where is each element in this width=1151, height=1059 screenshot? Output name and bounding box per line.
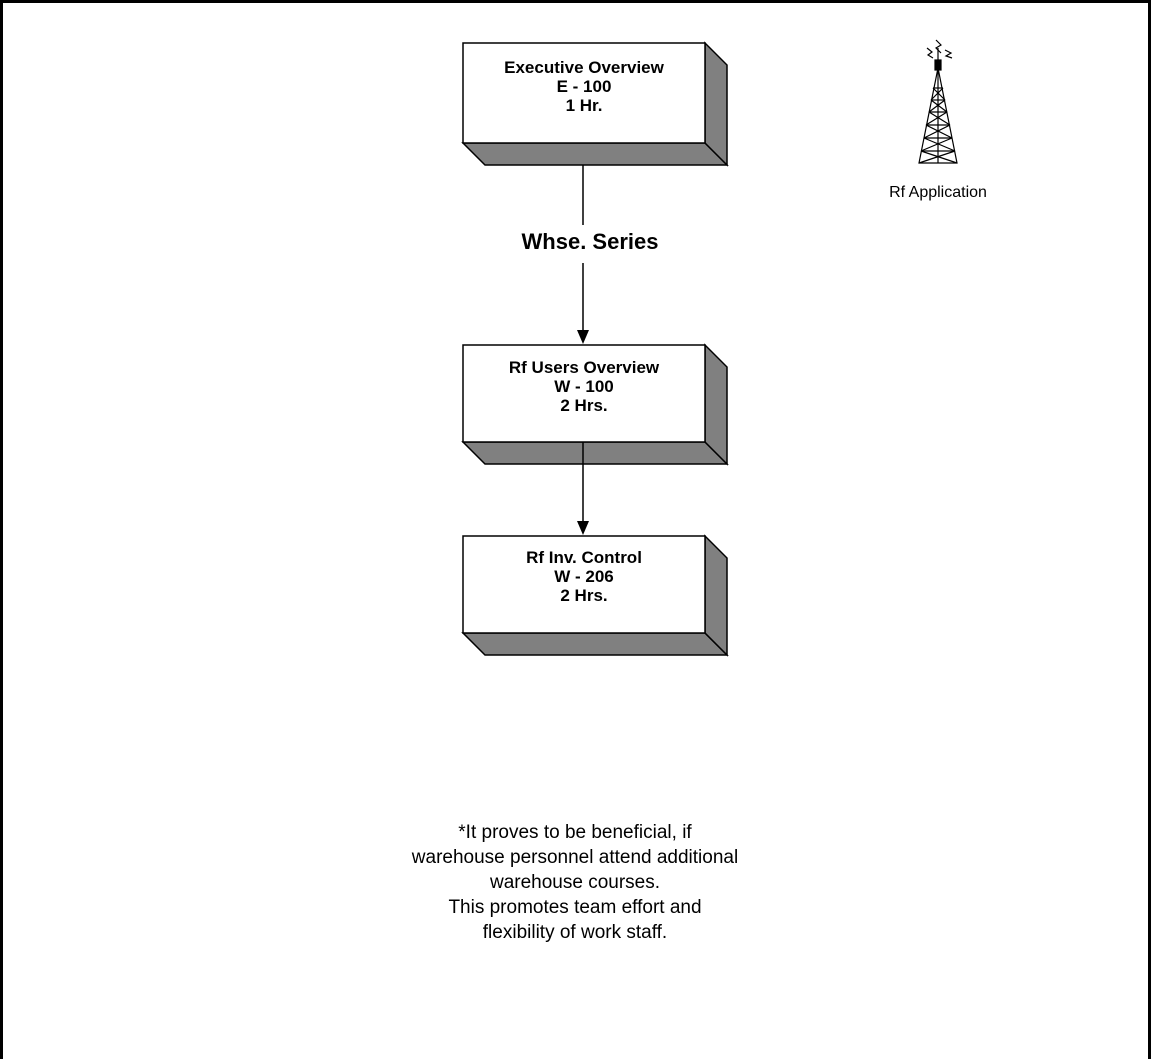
series-label: Whse. Series: [521, 229, 659, 254]
footnote-line: This promotes team effort and: [448, 897, 702, 918]
course-title: Rf Users Overview: [508, 358, 660, 377]
course-duration: 2 Hrs.: [560, 586, 608, 605]
arrow-head: [577, 330, 589, 344]
box-front-face: [462, 535, 706, 634]
box-bottom-face: [461, 441, 729, 465]
course-title: Executive Overview: [504, 58, 664, 77]
course-code: W - 100: [554, 377, 614, 396]
course-box-rf-users-overview[interactable]: [461, 343, 729, 466]
box-bottom-face: [461, 142, 729, 166]
course-box-rf-inv-control[interactable]: [461, 534, 729, 657]
course-duration: 2 Hrs.: [560, 396, 608, 415]
antenna-label: Rf Application: [889, 184, 987, 201]
course-title: Rf Inv. Control: [526, 548, 642, 567]
course-box-label: Rf Inv. Control W - 206 2 Hrs.: [463, 548, 705, 605]
footnote: *It proves to be beneficial, if warehous…: [330, 820, 820, 945]
box-bottom-face: [461, 632, 729, 656]
footnote-line: *It proves to be beneficial, if: [458, 822, 692, 843]
course-box-label: Executive Overview E - 100 1 Hr.: [463, 58, 705, 115]
course-duration: 1 Hr.: [565, 96, 603, 115]
course-box-label: Rf Users Overview W - 100 2 Hrs.: [463, 358, 705, 415]
footnote-line: warehouse courses.: [489, 872, 661, 893]
box-side-face: [704, 343, 728, 466]
course-code: W - 206: [554, 567, 614, 586]
course-box-executive-overview[interactable]: [461, 41, 729, 167]
box-side-face: [704, 534, 728, 657]
box-front-face: [462, 42, 706, 144]
footnote-line: flexibility of work staff.: [482, 922, 668, 943]
box-side-face: [704, 41, 728, 167]
footnote-line: warehouse personnel attend additional: [411, 847, 739, 868]
course-code: E - 100: [556, 77, 612, 96]
arrow-head: [577, 521, 589, 535]
radio-tower-icon: [918, 39, 958, 164]
box-front-face: [462, 344, 706, 443]
